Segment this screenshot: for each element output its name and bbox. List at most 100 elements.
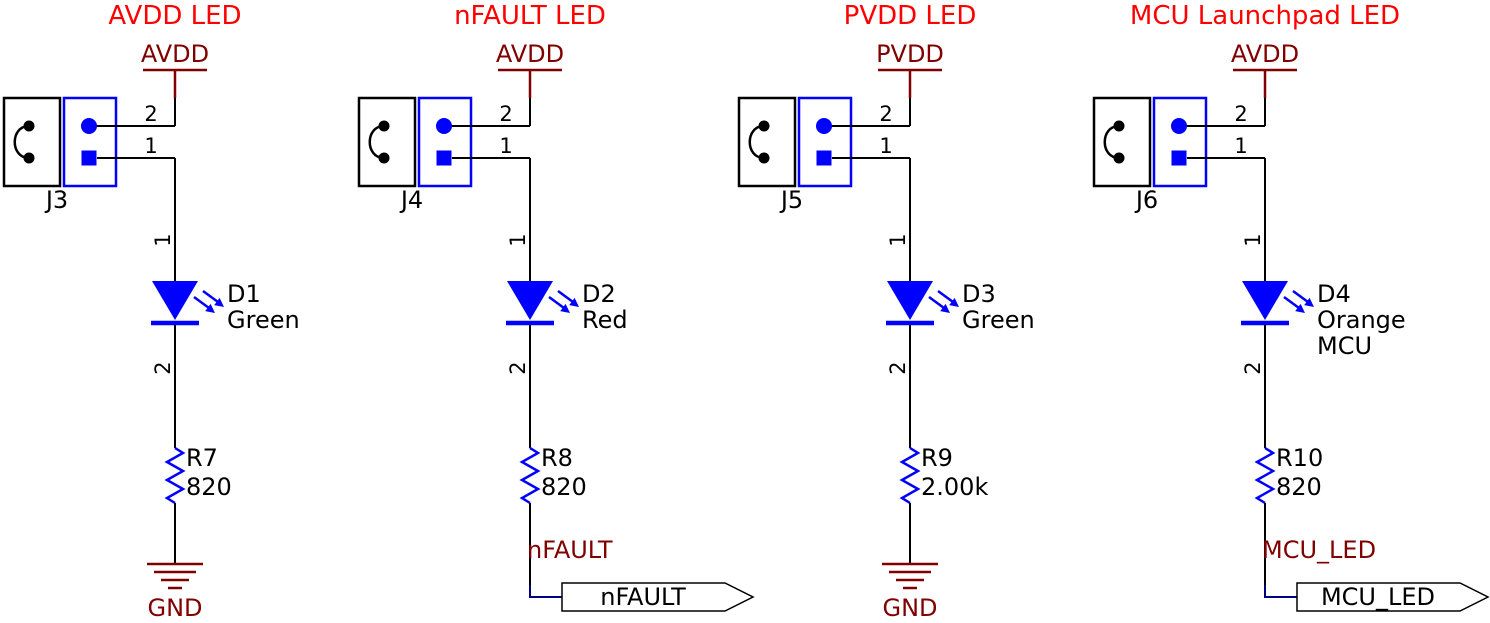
led-color-label: Green (227, 306, 300, 334)
resistor-symbol: R9 2.00k (899, 444, 988, 505)
led-light-arrowhead (214, 297, 224, 307)
jumper-header-body (417, 96, 473, 188)
gnd-label: GND (882, 594, 937, 622)
led-triangle (152, 281, 198, 320)
led-light-arrow (202, 289, 219, 304)
net-wire-label: nFAULT (527, 536, 613, 564)
jumper-pin1-pad (81, 150, 97, 166)
led-pin1-number: 1 (886, 233, 910, 246)
led-light-arrowhead (1295, 303, 1305, 313)
jumper-refdes: J5 (779, 186, 803, 214)
net-wire-label: MCU_LED (1262, 536, 1376, 564)
jumper-header-body (62, 96, 118, 188)
net-flag-label: MCU_LED (1321, 583, 1435, 611)
gnd-symbol: GND (882, 562, 938, 622)
resistor-value: 820 (541, 473, 587, 501)
led-symbol: D3 Green (886, 280, 1035, 334)
led-light-arrow (548, 295, 565, 310)
led-light-arrowhead (205, 303, 215, 313)
led-symbol: D1 Green (151, 280, 300, 334)
jumper-header: J5 2 1 (737, 96, 893, 214)
jumper-shunt-dot-top (758, 120, 770, 132)
jumper-shunt-dot-top (378, 120, 390, 132)
circuit-pvdd-led: PVDD LED PVDD J5 2 1 1 (737, 1, 1035, 622)
jumper-header-body (797, 96, 853, 188)
resistor-refdes: R8 (541, 444, 573, 472)
resistor-value: 820 (186, 473, 232, 501)
led-light-arrow (1283, 295, 1300, 310)
jumper-pin2-number: 2 (879, 102, 892, 126)
net-flag-label: nFAULT (600, 583, 686, 611)
led-light-arrow (1292, 289, 1309, 304)
net-flag-shape (561, 582, 755, 612)
jumper-pin2-number: 2 (499, 102, 512, 126)
led-refdes: D3 (962, 280, 996, 308)
led-light-arrow (557, 289, 574, 304)
jumper-shunt-dot-bottom (23, 152, 35, 164)
led-light-arrow (193, 295, 210, 310)
jumper-pin1-number: 1 (144, 134, 157, 158)
led-pin2-number: 2 (506, 361, 530, 374)
power-port: AVDD (496, 40, 564, 98)
jumper-pin1-number: 1 (879, 134, 892, 158)
led-refdes: D4 (1317, 280, 1351, 308)
led-light-arrowhead (940, 303, 950, 313)
led-color-label-line2: MCU (1317, 332, 1372, 360)
power-net-label: AVDD (1231, 40, 1299, 68)
jumper-shunt-dot-bottom (378, 152, 390, 164)
led-light-arrow (928, 295, 945, 310)
gnd-symbol: GND (147, 562, 203, 622)
jumper-pin1-number: 1 (499, 134, 512, 158)
resistor-value: 2.00k (921, 473, 988, 501)
led-symbol: D4 Orange MCU (1241, 280, 1406, 360)
led-triangle (507, 281, 553, 320)
circuit-title: MCU Launchpad LED (1130, 1, 1400, 31)
jumper-pin2-pad (436, 118, 452, 134)
led-refdes: D2 (582, 280, 616, 308)
jumper-shunt-body (2, 96, 62, 188)
circuit-title: AVDD LED (108, 1, 241, 31)
resistor-refdes: R7 (186, 444, 218, 472)
led-symbol: D2 Red (506, 280, 628, 334)
resistor-symbol: R8 820 (519, 444, 587, 505)
circuit-avdd-led: AVDD LED AVDD J3 2 1 1 (2, 1, 300, 622)
led-light-arrowhead (569, 297, 579, 307)
led-triangle (1242, 281, 1288, 320)
resistor-refdes: R10 (1276, 444, 1323, 472)
power-port: AVDD (1231, 40, 1299, 98)
resistor-zigzag (899, 446, 921, 505)
net-wire-segment (1264, 585, 1297, 598)
gnd-label: GND (147, 594, 202, 622)
led-light-arrow (937, 289, 954, 304)
led-triangle (887, 281, 933, 320)
led-color-label: Red (582, 306, 628, 334)
jumper-shunt-dot-bottom (758, 152, 770, 164)
led-pin1-number: 1 (506, 233, 530, 246)
led-pin1-number: 1 (151, 233, 175, 246)
led-pin2-number: 2 (1241, 361, 1265, 374)
jumper-refdes: J3 (44, 186, 68, 214)
jumper-pin1-pad (1171, 150, 1187, 166)
led-pin2-number: 2 (886, 361, 910, 374)
jumper-shunt-body (357, 96, 417, 188)
led-color-label: Green (962, 306, 1035, 334)
jumper-shunt-body (1092, 96, 1152, 188)
power-port: PVDD (876, 40, 944, 98)
net-flag: MCU_LED (1296, 582, 1490, 612)
jumper-shunt-dot-top (1113, 120, 1125, 132)
power-net-label: PVDD (876, 40, 944, 68)
jumper-header: J3 2 1 (2, 96, 158, 214)
resistor-zigzag (519, 446, 541, 505)
resistor-symbol: R7 820 (164, 444, 232, 505)
power-port: AVDD (141, 40, 209, 98)
circuit-title: PVDD LED (844, 1, 977, 31)
jumper-pin2-number: 2 (144, 102, 157, 126)
led-light-arrowhead (949, 297, 959, 307)
jumper-header: J4 2 1 (357, 96, 513, 214)
circuit-mcu-launchpad-led: MCU Launchpad LED AVDD J6 2 1 1 (1092, 1, 1490, 612)
power-net-label: AVDD (496, 40, 564, 68)
resistor-refdes: R9 (921, 444, 953, 472)
jumper-header-body (1152, 96, 1208, 188)
power-net-label: AVDD (141, 40, 209, 68)
